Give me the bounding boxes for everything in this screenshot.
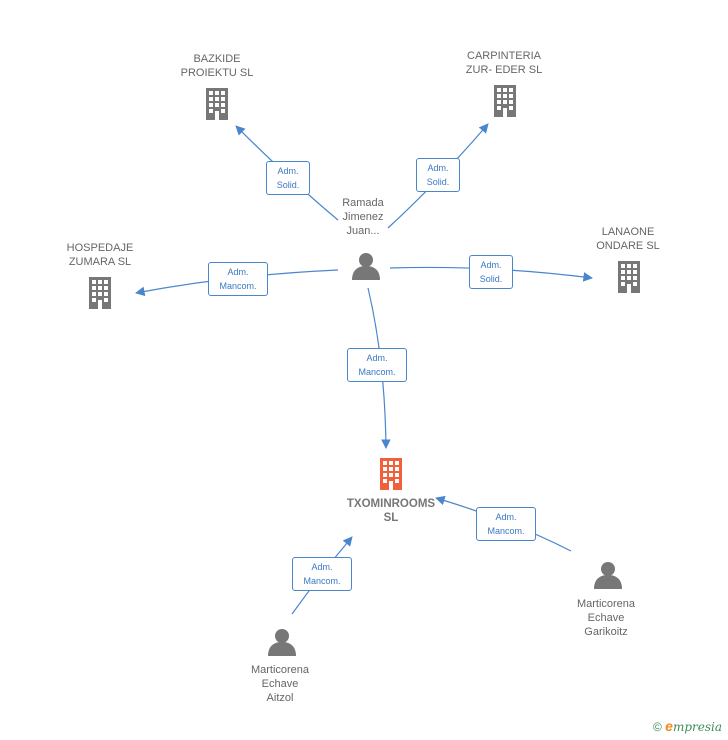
edge-label-ramada-lanaone[interactable]: Adm. Solid. — [469, 255, 513, 289]
building-icon-carpinteria[interactable] — [494, 85, 516, 117]
person-icon-aitzol[interactable] — [268, 629, 296, 656]
brand-e: e — [665, 718, 673, 734]
brand-logo: © empresia — [653, 718, 722, 734]
node-label-txominrooms[interactable]: TXOMINROOMS SL — [346, 498, 436, 524]
node-label-bazkide[interactable]: BAZKIDE PROIEKTU SL — [180, 53, 254, 79]
edge-label-ramada-txominrooms[interactable]: Adm. Mancom. — [347, 348, 407, 382]
building-icon-txominrooms[interactable] — [380, 458, 402, 490]
building-icon-lanaone[interactable] — [618, 261, 640, 293]
node-label-carpinteria[interactable]: CARPINTERIA ZUR- EDER SL — [465, 50, 543, 76]
building-icon-hospedaje[interactable] — [89, 277, 111, 309]
node-label-aitzol[interactable]: Marticorena Echave Aitzol — [250, 664, 310, 704]
node-label-lanaone[interactable]: LANAONE ONDARE SL — [596, 226, 660, 252]
edge-label-aitzol-txominrooms[interactable]: Adm. Mancom. — [292, 557, 352, 591]
copyright-icon: © — [652, 720, 662, 734]
edge-label-garikoitz-txominrooms[interactable]: Adm. Mancom. — [476, 507, 536, 541]
edge-label-ramada-bazkide[interactable]: Adm. Solid. — [266, 161, 310, 195]
node-label-ramada[interactable]: Ramada Jimenez Juan... — [342, 197, 384, 237]
person-icon-ramada[interactable] — [352, 253, 380, 280]
edge-label-ramada-carpinteria[interactable]: Adm. Solid. — [416, 158, 460, 192]
person-icon-garikoitz[interactable] — [594, 562, 622, 589]
edge-label-ramada-hospedaje[interactable]: Adm. Mancom. — [208, 262, 268, 296]
brand-rest: mpresia — [672, 720, 722, 734]
building-icon-bazkide[interactable] — [206, 88, 228, 120]
node-label-garikoitz[interactable]: Marticorena Echave Garikoitz — [576, 598, 636, 638]
node-label-hospedaje[interactable]: HOSPEDAJE ZUMARA SL — [66, 242, 134, 268]
